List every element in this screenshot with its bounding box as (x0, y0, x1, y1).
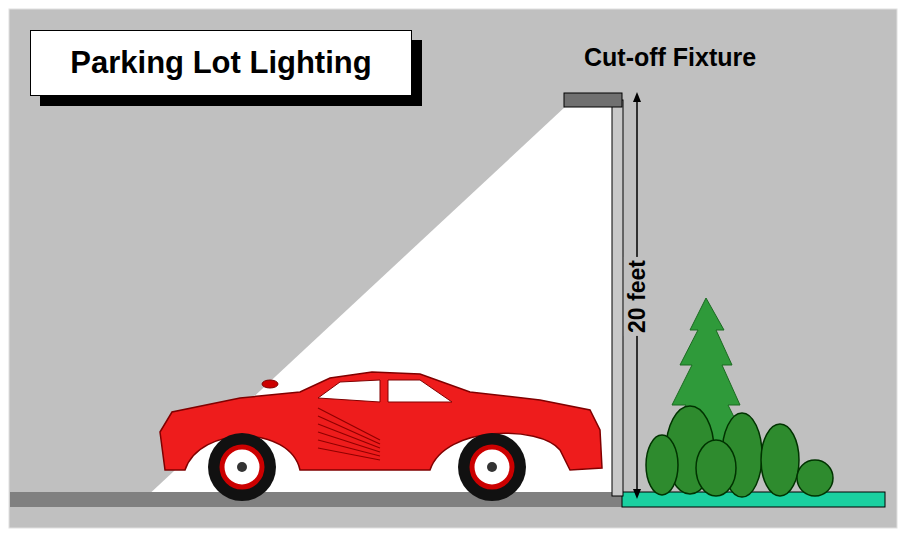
title-box: Parking Lot Lighting (30, 30, 412, 96)
sports-car (160, 372, 602, 501)
fixture-label: Cut-off Fixture (584, 43, 756, 72)
background-panel (9, 9, 897, 528)
cut-off-fixture (564, 93, 622, 107)
dimension-arrowhead (633, 489, 641, 499)
light-cone (145, 106, 612, 498)
light-pole (612, 100, 623, 496)
shrubs (646, 406, 833, 497)
diagram-title: Parking Lot Lighting (70, 45, 371, 81)
pavement (10, 492, 624, 507)
dimension-label: 20 feet (623, 257, 650, 336)
dimension-arrowhead (633, 92, 641, 102)
